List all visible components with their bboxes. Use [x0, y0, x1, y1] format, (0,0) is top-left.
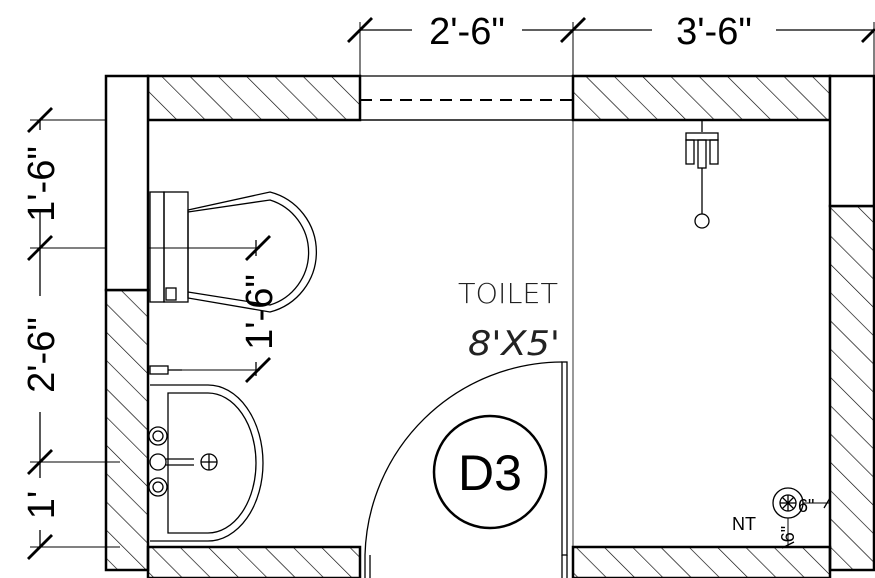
wall-bottom-left [146, 545, 362, 578]
room-name: TOILET [458, 277, 558, 310]
dim-top-right: 3'-6" [676, 11, 752, 53]
column-left [104, 74, 150, 292]
nahani-trap: NT 6" 6" [732, 487, 831, 549]
dim-top-left: 2'-6" [429, 11, 505, 53]
dim-left-middle: 2'-6" [21, 317, 63, 393]
nahani-trap-label: NT [732, 514, 756, 534]
door-leaf [561, 361, 568, 556]
door-tag-circle [432, 414, 548, 530]
dimension-left: 1'-6" 2'-6" 1' [21, 107, 120, 560]
door-d3: D3 [359, 361, 574, 578]
dimension-top: 2'-6" 3'-6" [347, 11, 875, 76]
dim-left-bottom: 1' [21, 491, 63, 519]
dim-toilet-offset: 1'-6" [239, 274, 281, 350]
dim-left-top: 1'-6" [21, 146, 63, 222]
nahani-trap-depth: 6" [778, 526, 798, 542]
wall-left [104, 288, 150, 572]
shower-fitting [685, 120, 719, 229]
wall-top-right [571, 74, 832, 122]
wall-bottom-right [571, 545, 832, 578]
shower-head-icon [694, 213, 710, 229]
nahani-trap-width: 6" [798, 496, 814, 516]
room-size: 8'X5' [468, 324, 560, 364]
door-tag: D3 [458, 445, 522, 501]
wall-top-left [146, 74, 362, 122]
walls [104, 74, 875, 578]
dimension-toilet-offset: 1'-6" [148, 235, 281, 383]
ventilator-opening [360, 75, 573, 121]
wash-basin [148, 365, 264, 542]
water-closet [149, 191, 317, 313]
door-swing-arc [364, 361, 563, 556]
wall-right [828, 204, 875, 572]
column-right [828, 74, 875, 208]
